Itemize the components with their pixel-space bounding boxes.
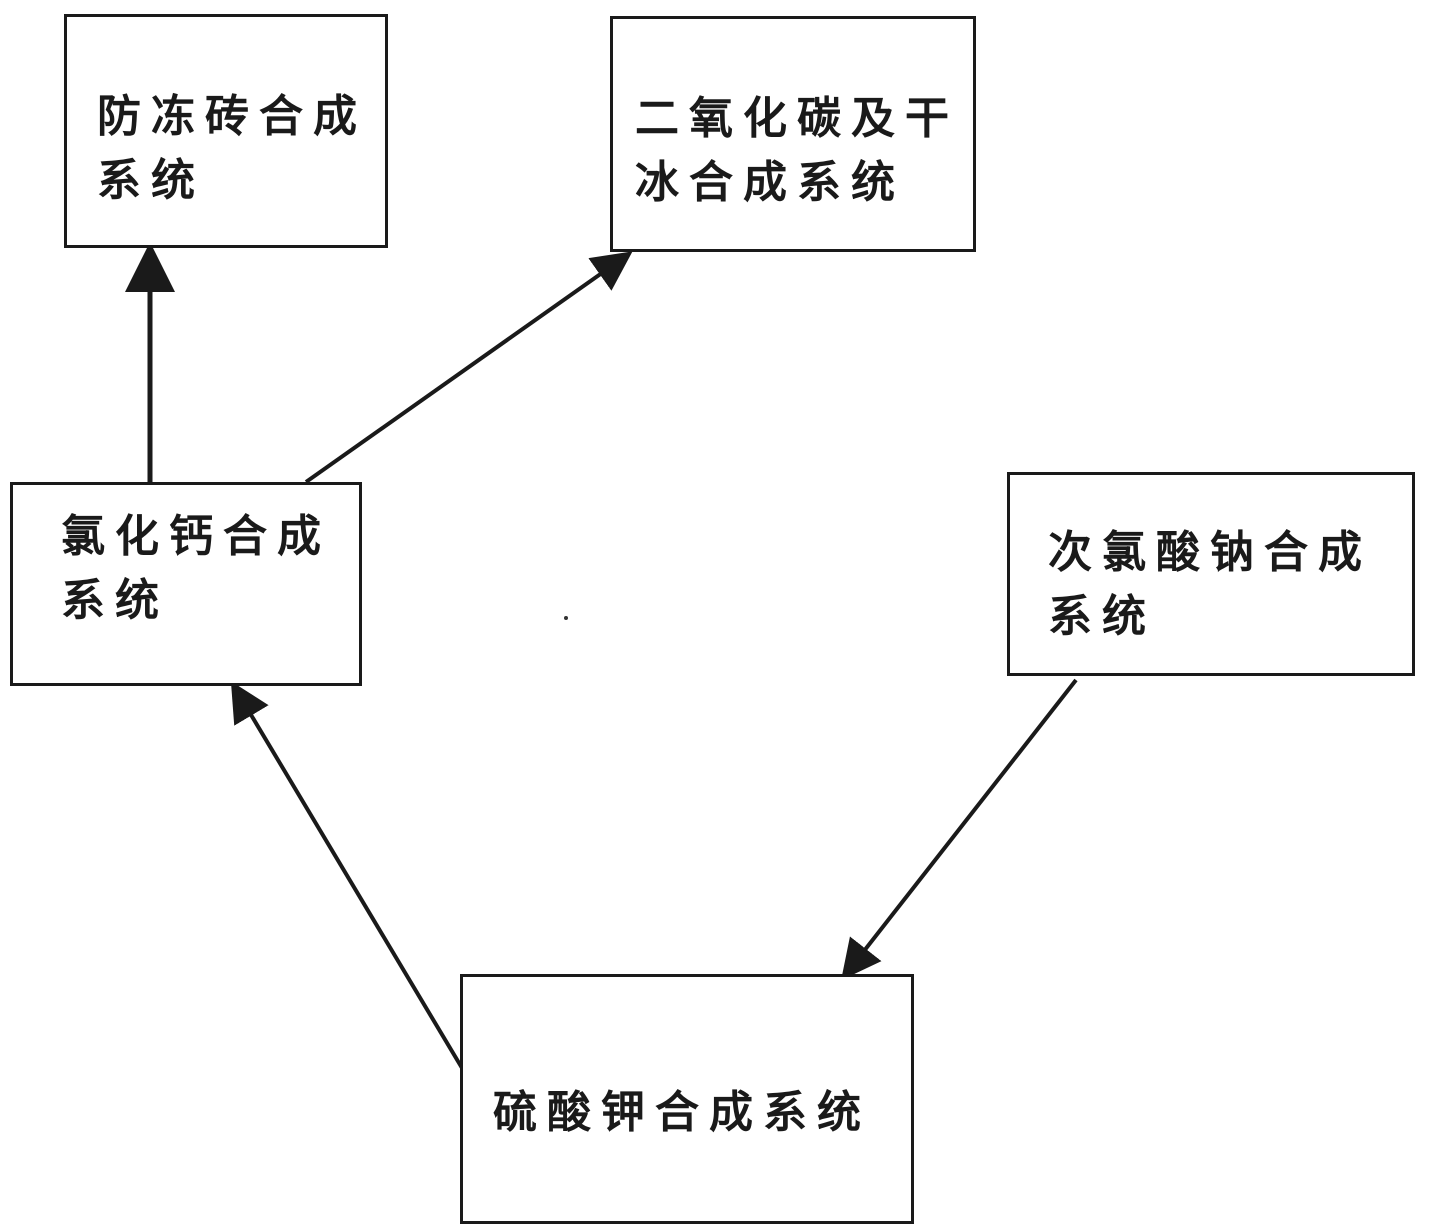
- stray-dot: [564, 616, 568, 620]
- node-label: 氯化钙合成 系统: [61, 511, 331, 626]
- node-label: 硫酸钾合成系统: [493, 1087, 871, 1138]
- node-label: 二氧化碳及干 冰合成系统: [635, 93, 959, 208]
- node-antifreeze-brick-synthesis: 防冻砖合成 系统: [64, 14, 388, 248]
- node-sodium-hypochlorite-synthesis: 次氯酸钠合成 系统: [1007, 472, 1415, 676]
- node-co2-dry-ice-synthesis: 二氧化碳及干 冰合成系统: [610, 16, 976, 252]
- node-potassium-sulfate-synthesis: 硫酸钾合成系统: [460, 974, 914, 1224]
- node-calcium-chloride-synthesis: 氯化钙合成 系统: [10, 482, 362, 686]
- arrow-cacl2-to-co2: [304, 251, 633, 484]
- node-label: 防冻砖合成 系统: [97, 91, 367, 206]
- node-label: 次氯酸钠合成 系统: [1048, 527, 1372, 642]
- arrow-k2so4-to-cacl2: [230, 681, 464, 1070]
- arrow-naclo-to-k2so4: [841, 678, 1078, 981]
